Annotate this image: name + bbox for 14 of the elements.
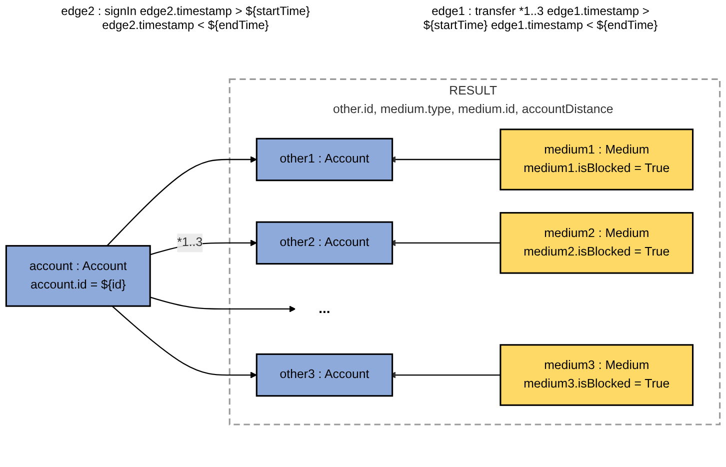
edge-label: *1..3 (177, 236, 203, 249)
node-box: account : Account account.id = ${id} (5, 244, 151, 307)
node-box: medium2 : Medium medium2.isBlocked = True (500, 212, 694, 274)
arrow (150, 296, 296, 312)
node-box: other1 : Account (256, 138, 394, 181)
node-box: other2 : Account (256, 220, 394, 264)
constraint-note: edge2 : signIn edge2.timestamp > ${startTime} edge2.timestamp < ${endTime} (60, 4, 311, 32)
arrow (106, 156, 257, 246)
constraint-note: edge1 : transfer *1..3 edge1.timestamp > ${startTime} edge1.timestamp < ${endTime} (422, 4, 659, 32)
node-text: ... (318, 300, 330, 316)
node-box: other3 : Account (256, 353, 394, 396)
node-box: medium1 : Medium medium1.isBlocked = True (500, 128, 694, 190)
node-box: medium3 : Medium medium3.isBlocked = True (500, 344, 694, 406)
arrow (112, 305, 257, 378)
